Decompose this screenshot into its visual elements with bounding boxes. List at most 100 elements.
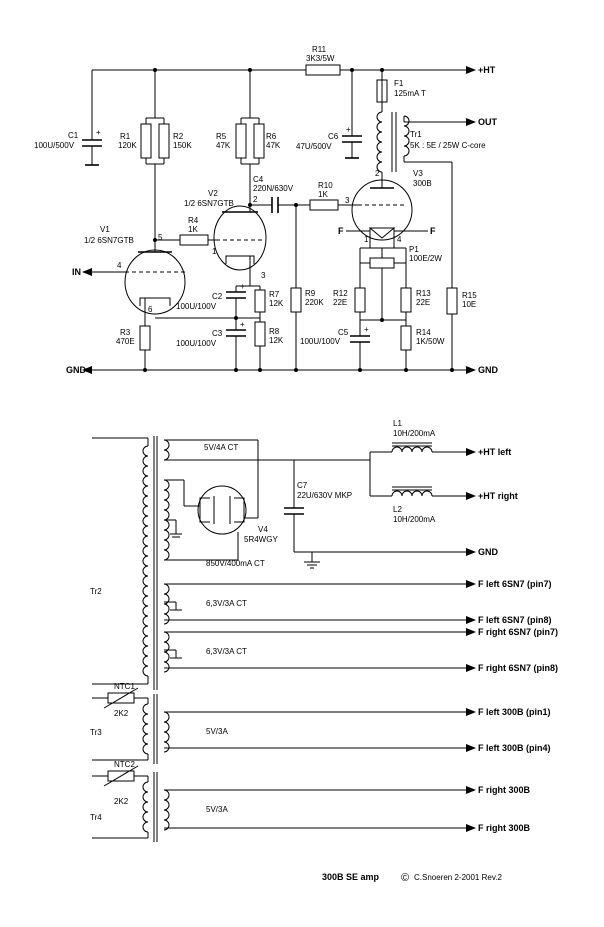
- ht-label: +HT: [478, 65, 496, 75]
- out-f-left-6sn7-7: F left 6SN7 (pin7): [478, 579, 552, 589]
- r2-name: R2: [173, 132, 184, 141]
- c4-value: 220N/630V: [253, 184, 294, 193]
- p1-pot: [369, 257, 395, 269]
- r6-name: R6: [266, 132, 277, 141]
- v2-tube: [213, 205, 267, 286]
- tr1-name: Tr1: [410, 130, 422, 139]
- c7-value: 22U/630V MKP: [297, 491, 352, 500]
- v1-pin4: 4: [117, 261, 122, 270]
- footer-credit: C.Snoeren 2-2001 Rev.2: [414, 873, 502, 882]
- tr1-value: 5K : 5E / 25W C-core: [410, 141, 486, 150]
- f1-value: 125mA T: [394, 89, 426, 98]
- out-f-left-6sn7-8: F left 6SN7 (pin8): [478, 615, 552, 625]
- ntc1-name: NTC1: [114, 682, 135, 691]
- c5-name: C5: [338, 328, 349, 337]
- w850-label: 850V/400mA CT: [206, 559, 265, 568]
- tr3-transformer: [92, 687, 476, 764]
- r4-resistor: [179, 234, 209, 246]
- v3-value: 300B: [413, 179, 432, 188]
- c7-name: C7: [297, 481, 308, 490]
- svg-text:+: +: [96, 128, 101, 137]
- r6-value: 47K: [266, 141, 281, 150]
- r13-name: R13: [416, 289, 431, 298]
- ht-rail: [92, 66, 476, 74]
- l2-value: 10H/200mA: [393, 515, 436, 524]
- gnd-rail-top: [82, 366, 476, 374]
- ht-left-label: +HT left: [478, 447, 511, 457]
- r14-value: 1K/50W: [416, 337, 445, 346]
- v1-pin6: 6: [148, 305, 153, 314]
- c1-value: 100U/500V: [34, 141, 75, 150]
- l1-value: 10H/200mA: [393, 429, 436, 438]
- r12-name: R12: [333, 289, 348, 298]
- r10-resistor: [309, 199, 339, 211]
- r14-name: R14: [416, 328, 431, 337]
- r5-name: R5: [216, 132, 227, 141]
- r7-value: 12K: [269, 299, 284, 308]
- c3-value: 100U/100V: [176, 339, 217, 348]
- r9-value: 220K: [305, 298, 324, 307]
- w5v3a2-label: 5V/3A: [206, 805, 228, 814]
- v1-tube: [124, 249, 186, 326]
- v4-rectifier: [184, 485, 247, 535]
- out-f-left-300b-1: F left 300B (pin1): [478, 707, 551, 717]
- v4-value: 5R4WGY: [244, 535, 278, 544]
- c2-name: C2: [212, 292, 223, 301]
- v3-pin3: 3: [345, 196, 350, 205]
- v1-pin5: 5: [158, 233, 163, 242]
- r8-name: R8: [269, 327, 280, 336]
- tr1-transformer: [376, 111, 476, 173]
- p1-value: 100E/2W: [409, 254, 442, 263]
- gnd-ps-label: GND: [478, 547, 499, 557]
- ntc2-value: 2K2: [114, 797, 129, 806]
- r2-value: 150K: [173, 141, 192, 150]
- w63b-label: 6,3V/3A CT: [206, 647, 247, 656]
- svg-text:+: +: [240, 320, 245, 329]
- svg-text:+: +: [346, 125, 351, 134]
- tr4-transformer: [92, 765, 476, 842]
- f1-name: F1: [394, 79, 404, 88]
- v2-pin1: 1: [212, 247, 217, 256]
- v1-name: V1: [100, 225, 110, 234]
- r7-name: R7: [269, 290, 280, 299]
- r9-name: R9: [305, 289, 316, 298]
- r10-name: R10: [318, 181, 333, 190]
- tr4-name: Tr4: [90, 813, 102, 822]
- r10-value: 1K: [318, 190, 328, 199]
- r1-name: R1: [120, 132, 131, 141]
- c5-value: 100U/100V: [300, 337, 341, 346]
- ntc1-value: 2K2: [114, 709, 129, 718]
- v2-pin2: 2: [253, 195, 258, 204]
- out-f-left-300b-4: F left 300B (pin4): [478, 743, 551, 753]
- l1-name: L1: [393, 419, 402, 428]
- c4-name: C4: [253, 175, 264, 184]
- r8-value: 12K: [269, 336, 284, 345]
- out-f-right-6sn7-8: F right 6SN7 (pin8): [478, 663, 558, 673]
- v3-pin4: 4: [397, 235, 402, 244]
- ntc2-name: NTC2: [114, 760, 135, 769]
- ht-right-label: +HT right: [478, 491, 518, 501]
- p1-name: P1: [409, 245, 419, 254]
- tr2-transformer: [92, 436, 158, 690]
- r5-value: 47K: [216, 141, 231, 150]
- r11-value: 3K3/5W: [306, 54, 335, 63]
- out-f-right-300b-b: F right 300B: [478, 823, 531, 833]
- r11-resistor: [305, 64, 341, 76]
- v4-name: V4: [258, 525, 268, 534]
- svg-text:+: +: [240, 282, 245, 291]
- v3-pin2: 2: [375, 169, 380, 178]
- f-right-label: F: [430, 226, 436, 236]
- c2-value: 100U/100V: [176, 302, 217, 311]
- v1-value: 1/2 6SN7GTB: [84, 236, 134, 245]
- v3-name: V3: [413, 169, 423, 178]
- c6-value: 47U/500V: [296, 142, 332, 151]
- r13-value: 22E: [416, 298, 430, 307]
- l2-name: L2: [393, 505, 402, 514]
- v3-pin1: 1: [364, 235, 369, 244]
- c6-name: C6: [328, 132, 339, 141]
- r3-name: R3: [120, 328, 131, 337]
- r3-value: 470E: [116, 337, 135, 346]
- copyright-icon: ©: [401, 872, 409, 884]
